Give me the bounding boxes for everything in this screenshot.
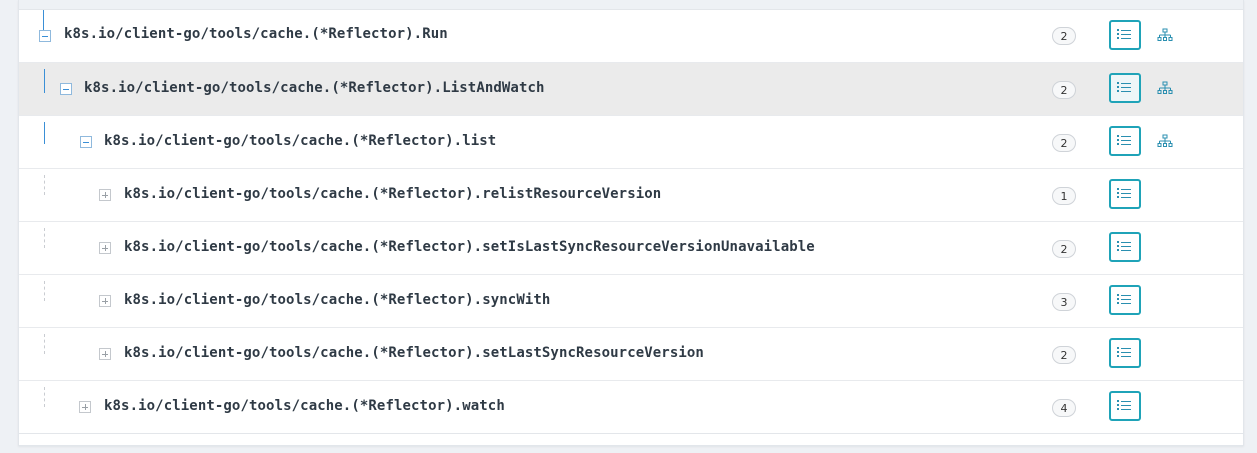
- call-count-badge: 4: [1052, 399, 1076, 417]
- sitemap-icon[interactable]: [1157, 81, 1173, 95]
- call-count-badge: 2: [1052, 81, 1076, 99]
- collapse-icon[interactable]: [60, 83, 72, 95]
- collapse-icon[interactable]: [39, 30, 51, 42]
- list-icon-button[interactable]: [1109, 391, 1141, 421]
- list-icon-button[interactable]: [1109, 338, 1141, 368]
- call-count-badge: 2: [1052, 134, 1076, 152]
- tree-row-relistresourceversion[interactable]: k8s.io/client-go/tools/cache.(*Reflector…: [19, 169, 1243, 222]
- call-count-badge: 3: [1052, 293, 1076, 311]
- list-icon-button[interactable]: [1109, 126, 1141, 156]
- collapse-icon[interactable]: [80, 136, 92, 148]
- list-icon-button[interactable]: [1109, 20, 1141, 50]
- expand-icon[interactable]: [79, 401, 91, 413]
- expand-icon[interactable]: [99, 189, 111, 201]
- tree-guide-line: [44, 387, 45, 407]
- function-name[interactable]: k8s.io/client-go/tools/cache.(*Reflector…: [124, 292, 551, 308]
- list-icon-button[interactable]: [1109, 73, 1141, 103]
- tree-guide-line: [44, 122, 45, 144]
- tree-guide-line: [44, 69, 45, 93]
- tree-row-watch[interactable]: k8s.io/client-go/tools/cache.(*Reflector…: [19, 381, 1243, 434]
- sitemap-icon[interactable]: [1157, 134, 1173, 148]
- call-count-badge: 2: [1052, 27, 1076, 45]
- expand-icon[interactable]: [99, 295, 111, 307]
- function-name[interactable]: k8s.io/client-go/tools/cache.(*Reflector…: [124, 186, 662, 202]
- list-icon-button[interactable]: [1109, 285, 1141, 315]
- function-name[interactable]: k8s.io/client-go/tools/cache.(*Reflector…: [104, 398, 505, 414]
- tree-guide-line: [44, 334, 45, 354]
- call-count-badge: 2: [1052, 346, 1076, 364]
- expand-icon[interactable]: [99, 242, 111, 254]
- sitemap-icon[interactable]: [1157, 28, 1173, 42]
- tree-row-list[interactable]: k8s.io/client-go/tools/cache.(*Reflector…: [19, 116, 1243, 169]
- tree-guide-line: [44, 281, 45, 301]
- function-name[interactable]: k8s.io/client-go/tools/cache.(*Reflector…: [64, 26, 448, 42]
- call-count-badge: 1: [1052, 187, 1076, 205]
- tree-row-setlastsyncresourceversion[interactable]: k8s.io/client-go/tools/cache.(*Reflector…: [19, 328, 1243, 381]
- tree-row-run[interactable]: k8s.io/client-go/tools/cache.(*Reflector…: [19, 10, 1243, 63]
- function-name[interactable]: k8s.io/client-go/tools/cache.(*Reflector…: [124, 345, 704, 361]
- tree-guide-line: [43, 10, 44, 38]
- call-tree-panel: k8s.io/client-go/tools/cache.(*Reflector…: [18, 0, 1244, 446]
- function-name[interactable]: k8s.io/client-go/tools/cache.(*Reflector…: [84, 80, 545, 96]
- tree-row-setislastsyncresourceversionunavailable[interactable]: k8s.io/client-go/tools/cache.(*Reflector…: [19, 222, 1243, 275]
- function-name[interactable]: k8s.io/client-go/tools/cache.(*Reflector…: [124, 239, 815, 255]
- call-count-badge: 2: [1052, 240, 1076, 258]
- expand-icon[interactable]: [99, 348, 111, 360]
- tree-guide-line: [44, 228, 45, 248]
- function-name[interactable]: k8s.io/client-go/tools/cache.(*Reflector…: [104, 133, 497, 149]
- tree-row-listandwatch[interactable]: k8s.io/client-go/tools/cache.(*Reflector…: [19, 63, 1243, 116]
- panel-header-strip: [19, 0, 1243, 10]
- tree-guide-line: [44, 175, 45, 195]
- tree-row-syncwith[interactable]: k8s.io/client-go/tools/cache.(*Reflector…: [19, 275, 1243, 328]
- list-icon-button[interactable]: [1109, 179, 1141, 209]
- list-icon-button[interactable]: [1109, 232, 1141, 262]
